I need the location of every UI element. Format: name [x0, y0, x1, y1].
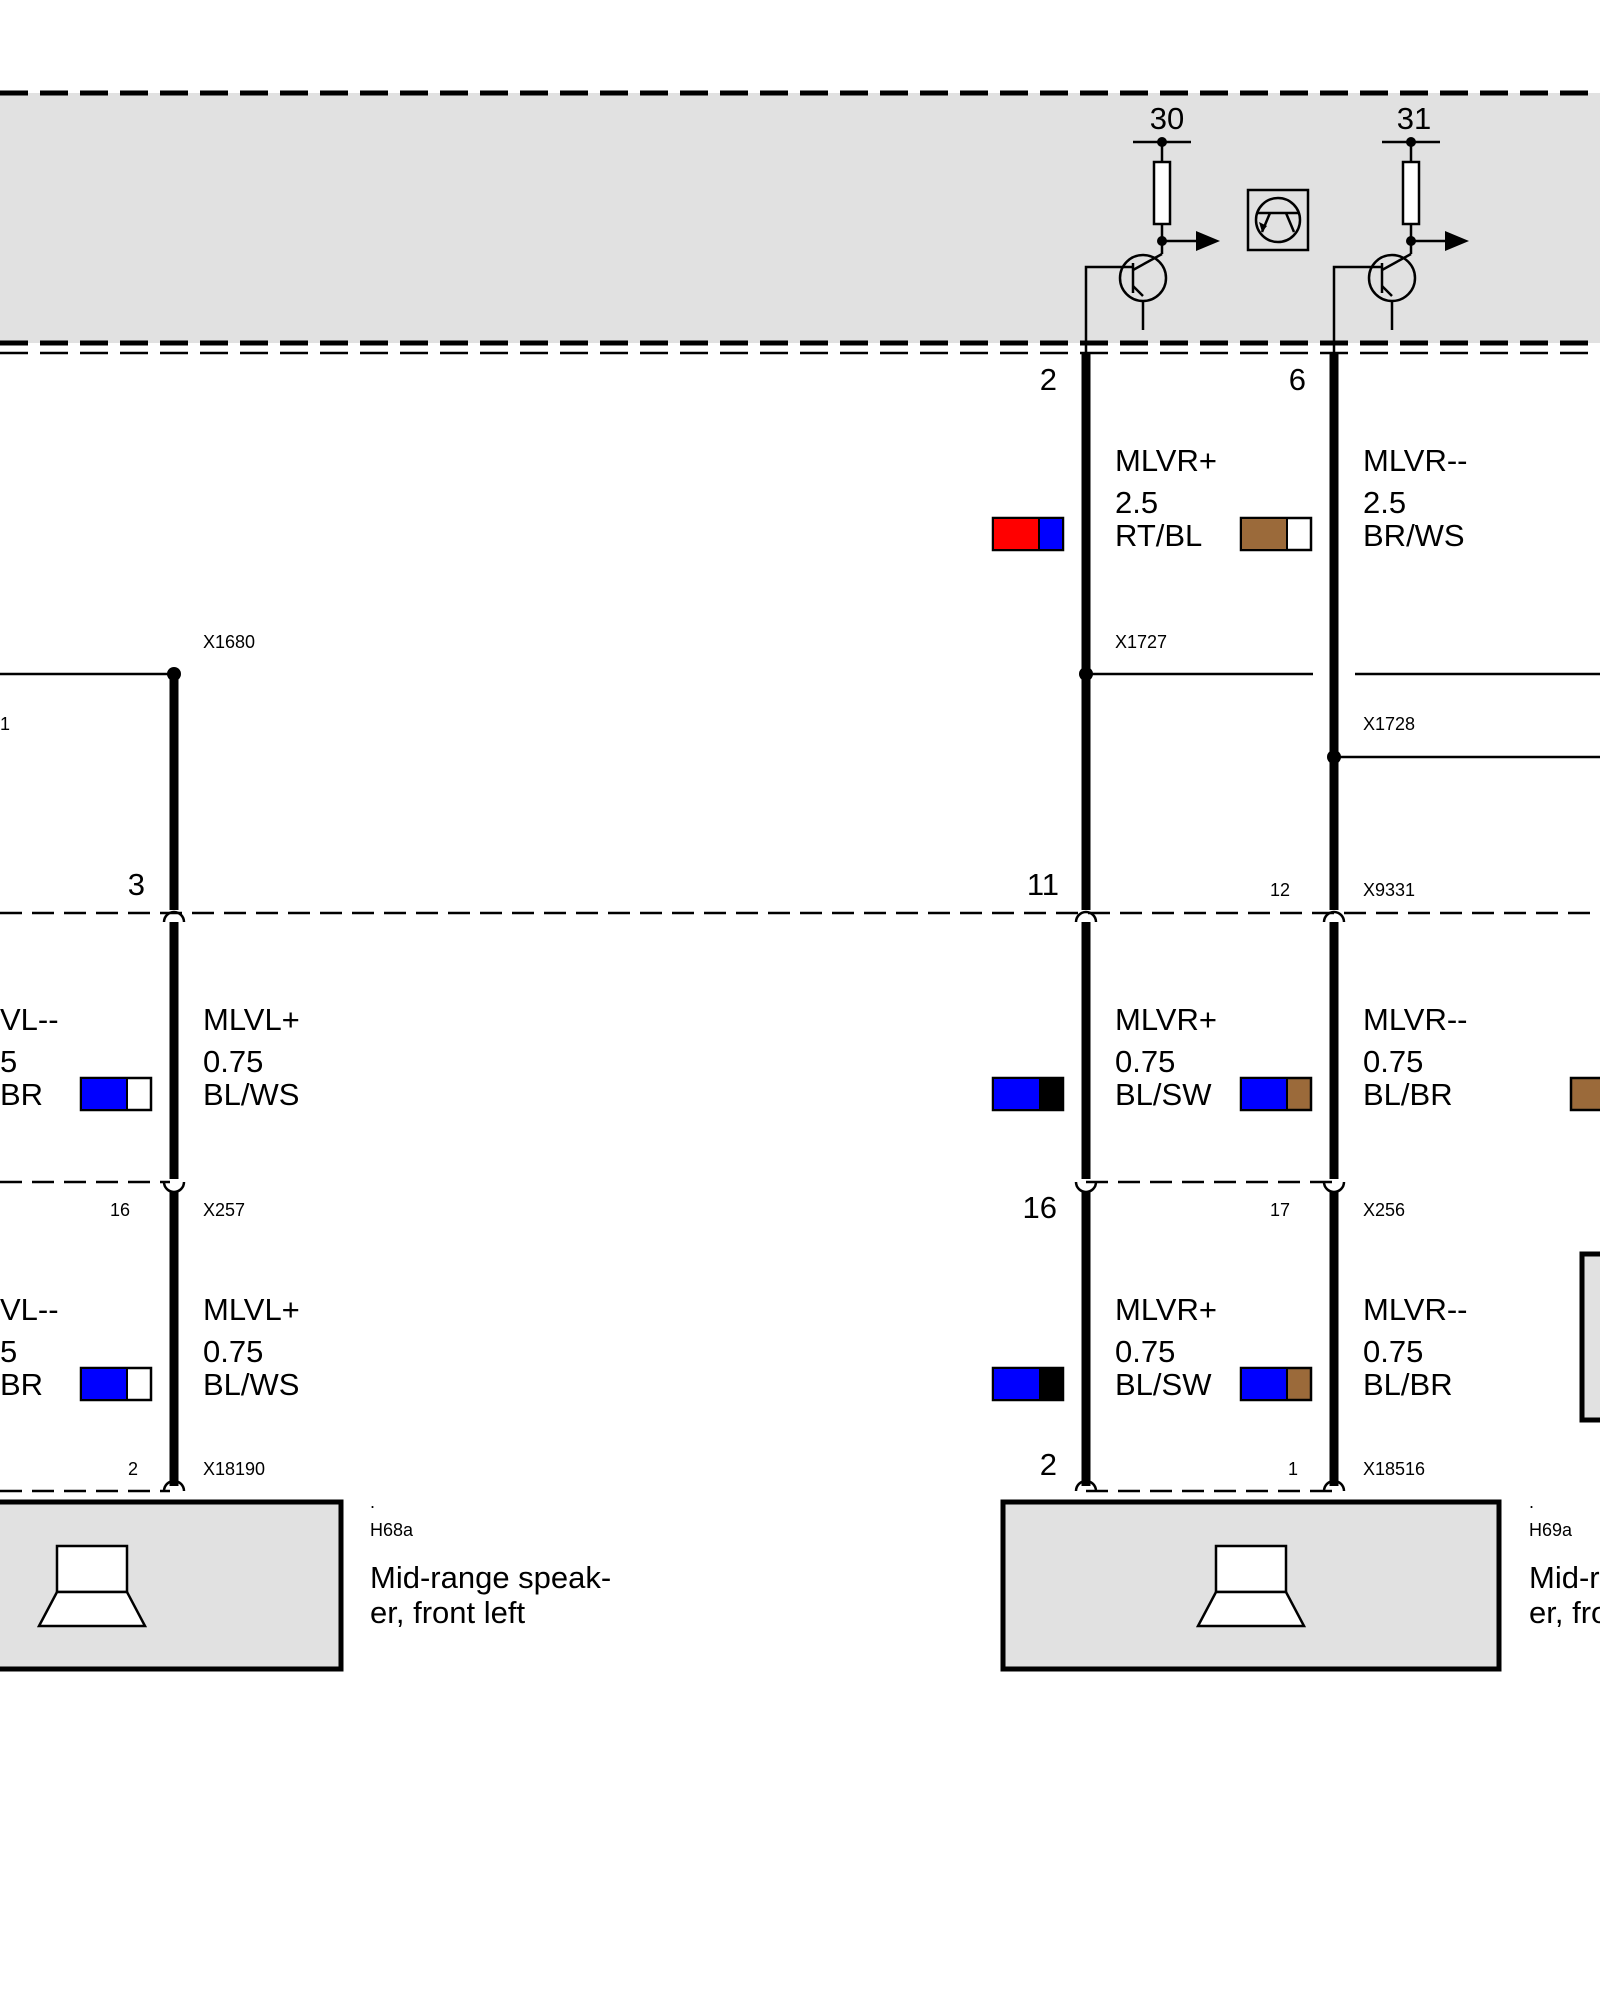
svg-text:2: 2 — [1040, 1447, 1057, 1482]
wire-label-low-mlvl-minus: VL-- 5 BR — [0, 1292, 153, 1402]
terminal-31-label: 31 — [1397, 101, 1431, 136]
svg-text:X1728: X1728 — [1363, 714, 1415, 734]
svg-text:MLVR+: MLVR+ — [1115, 1002, 1217, 1037]
svg-text:MLVL+: MLVL+ — [203, 1292, 300, 1327]
svg-text:BL/BR: BL/BR — [1363, 1077, 1453, 1112]
semiconductor-symbol-icon — [1246, 188, 1310, 252]
svg-text:X18516: X18516 — [1363, 1459, 1425, 1479]
terminal-30-label: 30 — [1150, 101, 1184, 136]
svg-text:2.5: 2.5 — [1115, 485, 1158, 520]
svg-text:X9331: X9331 — [1363, 880, 1415, 900]
pin-6-label: 6 — [1289, 362, 1306, 397]
svg-text:BL/SW: BL/SW — [1115, 1077, 1212, 1112]
wire-label-mid-mlvr-minus: MLVR-- 0.75 BL/BR — [1239, 1002, 1600, 1112]
svg-text:MLVR+: MLVR+ — [1115, 443, 1217, 478]
svg-text:X1680: X1680 — [203, 632, 255, 652]
svg-text:MLVR--: MLVR-- — [1363, 1002, 1467, 1037]
svg-text:BL/BR: BL/BR — [1363, 1367, 1453, 1402]
svg-text:3: 3 — [128, 867, 145, 902]
connector-x256: 16 17 X256 — [1023, 1180, 1405, 1225]
svg-text:0.75: 0.75 — [203, 1334, 263, 1369]
svg-text:2: 2 — [128, 1459, 138, 1479]
wire-color-swatch — [1569, 1076, 1600, 1112]
svg-text:MLVL+: MLVL+ — [203, 1002, 300, 1037]
speaker-icon — [1195, 1544, 1307, 1628]
svg-text:12: 12 — [1270, 880, 1290, 900]
splice-x1728: X1728 — [1327, 714, 1600, 764]
svg-text:0.75: 0.75 — [1115, 1334, 1175, 1369]
connector-x18516: 2 1 X18516 — [1040, 1447, 1425, 1493]
svg-text:X257: X257 — [203, 1200, 245, 1220]
speaker-h68a: . H68a Mid-range speak- er, front left — [0, 1492, 611, 1672]
svg-text:H68a: H68a — [370, 1520, 414, 1540]
svg-text:er, fro: er, fro — [1529, 1595, 1600, 1630]
connector-x257: 16 X257 — [0, 1180, 245, 1220]
svg-text:BR: BR — [0, 1077, 43, 1112]
wire-label-low-mlvr-plus: MLVR+ 0.75 BL/SW — [991, 1292, 1217, 1402]
resistor-icon — [1152, 160, 1172, 226]
svg-text:2.5: 2.5 — [1363, 485, 1406, 520]
wire-label-mid-mlvl-plus: MLVL+ 0.75 BL/WS — [203, 1002, 300, 1112]
speaker-box — [0, 1499, 344, 1672]
connector-x9331: 3 11 12 X9331 — [0, 867, 1600, 923]
connector-x18190: 2 X18190 — [0, 1459, 265, 1493]
wire-label-low-mlvl-plus: MLVL+ 0.75 BL/WS — [203, 1292, 300, 1402]
svg-text:1: 1 — [0, 714, 10, 734]
svg-text:X256: X256 — [1363, 1200, 1405, 1220]
wire-label-mid-mlvl-minus: VL-- 5 BR — [0, 1002, 153, 1112]
wire-label-top-mlvr-minus: MLVR-- 2.5 BR/WS — [1239, 443, 1467, 553]
svg-text:BL/WS: BL/WS — [203, 1077, 299, 1112]
svg-text:MLVR--: MLVR-- — [1363, 443, 1467, 478]
control-unit: 30 31 — [0, 90, 1600, 355]
wire-label-low-mlvr-minus: MLVR-- 0.75 BL/BR — [1239, 1292, 1467, 1402]
output-stage-30: 30 — [1084, 101, 1220, 353]
svg-text:17: 17 — [1270, 1200, 1290, 1220]
control-unit-box — [0, 93, 1600, 343]
output-arrow-icon — [1196, 231, 1220, 251]
svg-text:0.75: 0.75 — [203, 1044, 263, 1079]
svg-text:X18190: X18190 — [203, 1459, 265, 1479]
splice-node — [1079, 667, 1093, 681]
svg-text:VL--: VL-- — [0, 1292, 59, 1327]
svg-text:BR/WS: BR/WS — [1363, 518, 1465, 553]
svg-text:11: 11 — [1027, 867, 1059, 902]
output-arrow-icon — [1445, 231, 1469, 251]
svg-text:Mid-r: Mid-r — [1529, 1560, 1600, 1595]
splice-x1680: X1680 1 — [0, 632, 255, 734]
svg-text:MLVR+: MLVR+ — [1115, 1292, 1217, 1327]
svg-text:0.75: 0.75 — [1115, 1044, 1175, 1079]
svg-text:RT/BL: RT/BL — [1115, 518, 1202, 553]
svg-text:er, front left: er, front left — [370, 1595, 525, 1630]
splice-node — [167, 667, 181, 681]
svg-text:5: 5 — [0, 1334, 17, 1369]
svg-text:1: 1 — [1288, 1459, 1298, 1479]
wire-label-top-mlvr-plus: MLVR+ 2.5 RT/BL — [991, 443, 1217, 553]
splice-x1727: X1727 — [1079, 632, 1600, 681]
splice-node — [1327, 750, 1341, 764]
wire-label-mid-mlvr-plus: MLVR+ 0.75 BL/SW — [991, 1002, 1217, 1112]
svg-text:0.75: 0.75 — [1363, 1044, 1423, 1079]
svg-text:BL/WS: BL/WS — [203, 1367, 299, 1402]
svg-text:5: 5 — [0, 1044, 17, 1079]
component-partial — [1579, 1251, 1600, 1423]
svg-text:X1727: X1727 — [1115, 632, 1167, 652]
svg-text:MLVR--: MLVR-- — [1363, 1292, 1467, 1327]
svg-text:H69a: H69a — [1529, 1520, 1573, 1540]
speaker-icon — [36, 1544, 148, 1628]
svg-text:BL/SW: BL/SW — [1115, 1367, 1212, 1402]
svg-text:16: 16 — [110, 1200, 130, 1220]
output-stage-31: 31 — [1332, 101, 1469, 353]
svg-text:BR: BR — [0, 1367, 43, 1402]
svg-text:VL--: VL-- — [0, 1002, 59, 1037]
speaker-h69a: . H69a Mid-r er, fro — [1000, 1492, 1600, 1672]
svg-text:0.75: 0.75 — [1363, 1334, 1423, 1369]
svg-text:Mid-range speak-: Mid-range speak- — [370, 1560, 611, 1595]
resistor-icon — [1401, 160, 1421, 226]
svg-text:16: 16 — [1023, 1190, 1057, 1225]
svg-text:.: . — [370, 1492, 375, 1512]
pin-2-label: 2 — [1040, 362, 1057, 397]
svg-text:.: . — [1529, 1492, 1534, 1512]
